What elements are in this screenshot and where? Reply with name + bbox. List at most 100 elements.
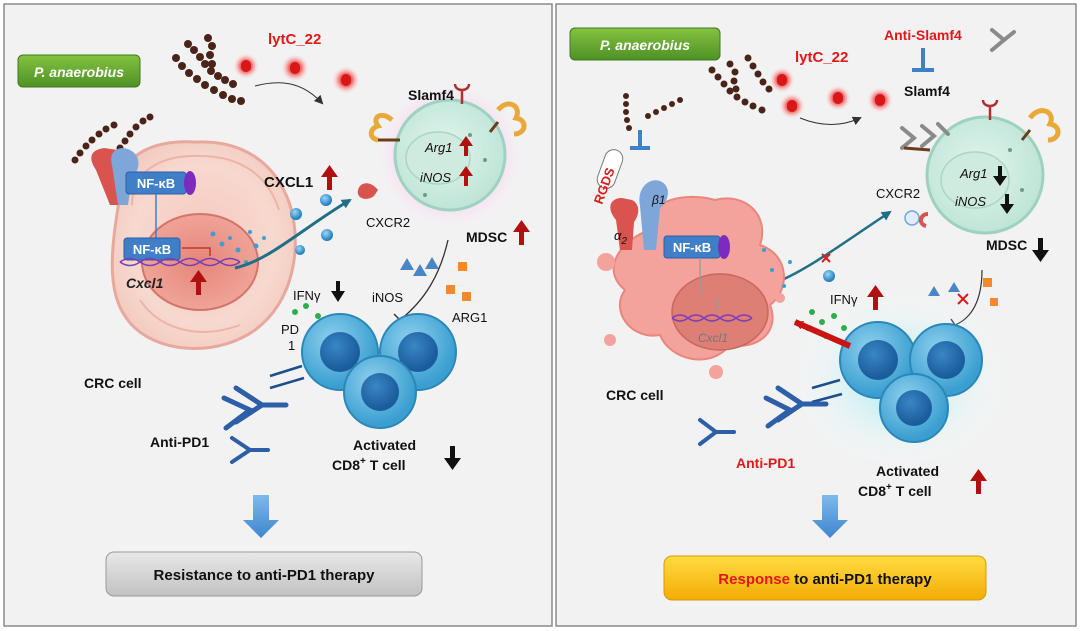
left-inhibition-line — [399, 239, 449, 321]
left-nfkb-bottom-label: NF-κB — [133, 242, 171, 257]
left-bacteria-badge: P. anaerobius — [17, 54, 141, 88]
inos-triangles — [928, 282, 960, 296]
antibody-icon — [221, 385, 289, 431]
right-ifng-label: IFNγ — [830, 292, 858, 307]
cxcl1-dots — [290, 194, 333, 255]
left-tcell-label-1: Activated — [353, 437, 416, 453]
ifng-dots — [292, 303, 321, 319]
left-tcell-label-2: CD8+ T cell — [332, 456, 406, 473]
left-cxcl1-arrow — [234, 198, 352, 270]
left-ifng-label: IFNγ — [293, 288, 321, 303]
secretion-dots — [762, 248, 792, 288]
bacteria-chain-icon — [708, 54, 773, 114]
left-mdsc-label: MDSC — [466, 229, 507, 245]
left-pd-label: PD — [281, 322, 299, 337]
down-arrow-icon — [1000, 194, 1014, 214]
right-cxcr2-label: CXCR2 — [876, 186, 920, 201]
dna-icon — [671, 314, 753, 322]
left-outcome-arrow — [243, 495, 279, 538]
up-arrow-icon — [513, 220, 530, 245]
right-lytc-arrow — [799, 116, 862, 126]
right-nfkb-label: NF-κB — [673, 240, 711, 255]
left-slamf4-label: Slamf4 — [408, 87, 454, 103]
antibody-icon — [900, 122, 950, 150]
receptor-icon — [981, 99, 999, 120]
right-slamf4-label: Slamf4 — [904, 83, 950, 99]
right-outcome-box — [663, 555, 987, 601]
right-inos-italic-label: iNOS — [955, 194, 986, 209]
arg1-squares — [983, 278, 998, 306]
left-nfkb-top-label: NF-κB — [137, 176, 175, 191]
up-arrow-icon — [321, 165, 338, 190]
left-outcome-label: Resistance to anti-PD1 therapy — [154, 567, 376, 584]
up-arrow-icon — [190, 270, 207, 295]
down-arrow-icon — [444, 446, 461, 470]
ikb-oval — [718, 235, 730, 259]
up-arrow-icon — [459, 136, 473, 156]
secretion-dots — [210, 230, 266, 264]
dna-icon — [119, 257, 241, 267]
left-cxcl1-gene: Cxcl1 — [126, 275, 164, 291]
receptor-icon — [91, 148, 139, 205]
lytc-vesicle-icon — [769, 67, 893, 119]
receptor-icon — [610, 180, 668, 250]
right-outcome-label: Response to anti-PD1 therapy — [718, 571, 932, 588]
cxcr2-receptor-icon — [357, 183, 378, 199]
right-kill-arrow — [793, 319, 852, 349]
right-cxcl1-gene: Cxcl1 — [698, 331, 728, 345]
cxcr2-receptor-icon — [919, 212, 929, 228]
bacteria-chain-icon — [172, 34, 245, 105]
left-nfkb-bottom-box — [123, 237, 181, 261]
left-badge-label: P. anaerobius — [34, 64, 124, 80]
transcription-arrow — [182, 247, 211, 256]
inhibition-bar — [912, 48, 934, 72]
left-arg1-protein-label: ARG1 — [452, 310, 487, 325]
block-cross — [821, 253, 831, 263]
inos-triangles — [400, 257, 439, 276]
up-arrow-icon — [867, 285, 884, 310]
bacteria-chain-icon — [623, 93, 683, 131]
right-crc-cell-label: CRC cell — [606, 387, 664, 403]
left-inos-italic-label: iNOS — [420, 170, 451, 185]
pd1-receptor — [269, 364, 305, 390]
right-alpha-label: α2 — [614, 228, 627, 247]
left-crc-cell-label: CRC cell — [84, 375, 142, 391]
right-tcell-label-1: Activated — [876, 463, 939, 479]
slamf4-receptor-icon — [1020, 108, 1061, 143]
cxcl1-dot — [823, 270, 835, 282]
receptor-icon — [453, 83, 471, 104]
right-antipd1-label: Anti-PD1 — [736, 455, 795, 471]
antibody-icon — [763, 385, 829, 429]
pd1-receptor — [811, 378, 843, 404]
right-badge-label: P. anaerobius — [600, 37, 690, 53]
slamf4-receptor-icon — [368, 101, 527, 143]
arg1-squares — [446, 262, 471, 301]
right-beta-label: β1 — [651, 193, 666, 207]
ikb-oval — [184, 171, 196, 195]
left-inos-label: iNOS — [372, 290, 403, 305]
left-lytc-arrow — [254, 82, 324, 105]
antibody-icon — [230, 436, 270, 464]
right-mdsc-label: MDSC — [986, 237, 1027, 253]
inhibition-bar — [630, 130, 650, 150]
block-cross — [957, 293, 969, 305]
left-antipd1-label: Anti-PD1 — [150, 434, 209, 450]
right-antislamf4-label: Anti-Slamf4 — [884, 27, 962, 43]
up-arrow-icon — [970, 469, 987, 494]
right-bacteria-badge: P. anaerobius — [569, 27, 721, 61]
left-outcome-box — [105, 551, 423, 597]
left-cxcl1-protein-label: CXCL1 — [264, 174, 313, 191]
right-outcome-arrow — [812, 495, 848, 538]
right-t-cells — [839, 321, 983, 443]
right-lytc-label: lytC_22 — [795, 49, 848, 66]
left-arg1-label: Arg1 — [424, 140, 452, 155]
left-lytc-label: lytC_22 — [268, 31, 321, 48]
right-tcell-label-2: CD8+ T cell — [858, 482, 932, 499]
lytc-vesicle-icon — [233, 53, 360, 94]
antibody-icon — [698, 418, 736, 446]
antibody-icon — [990, 28, 1016, 52]
down-arrow-icon — [993, 166, 1007, 186]
cxcr2-ligand — [904, 210, 920, 226]
